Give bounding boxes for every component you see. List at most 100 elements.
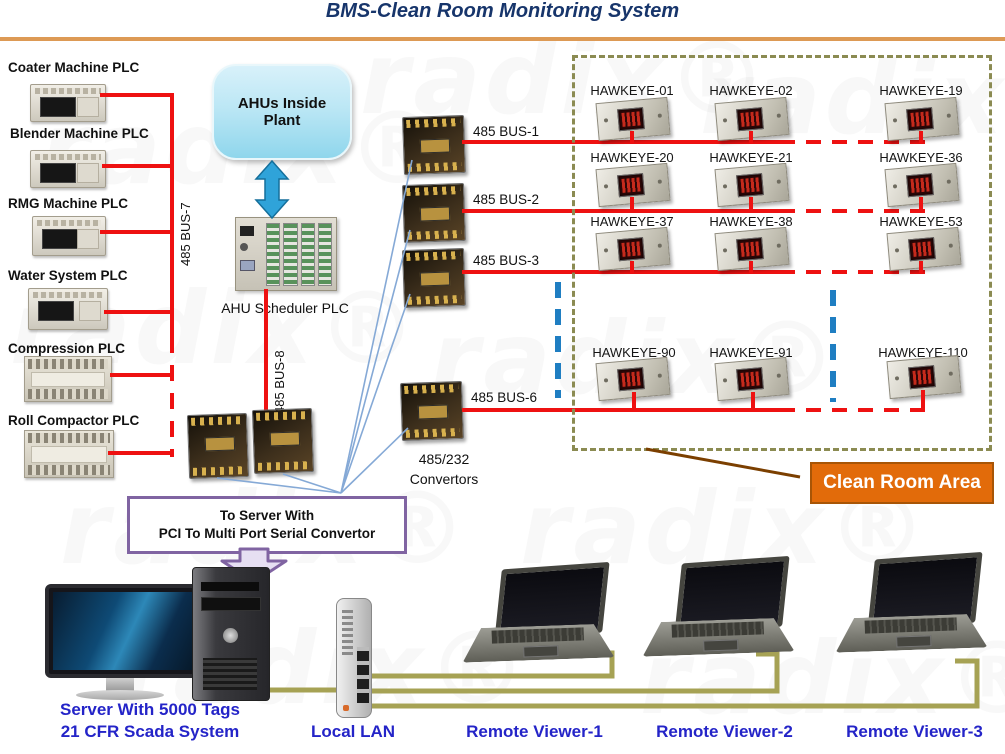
hawkeye-label: HAWKEYE-91 xyxy=(709,345,793,360)
convertor-bus2 xyxy=(402,182,466,244)
plc-panel xyxy=(31,372,105,387)
ahu-double-arrow xyxy=(254,159,290,220)
lan-switch xyxy=(336,598,372,718)
hawkeye-label: HAWKEYE-36 xyxy=(879,150,963,165)
plc-panel xyxy=(77,97,99,117)
pins xyxy=(406,186,461,196)
bus6-line-dashed xyxy=(780,408,931,412)
terminal-column xyxy=(317,223,332,286)
hawkeye-stub xyxy=(630,261,634,273)
hawkeye-label: HAWKEYE-21 xyxy=(709,150,793,165)
terminal-column xyxy=(283,223,298,286)
convertor-bus8 xyxy=(251,407,315,475)
bus1-line-dashed xyxy=(780,140,927,144)
plc-label-roll: Roll Compactor PLC xyxy=(8,413,140,428)
hawkeye-stub xyxy=(919,261,923,273)
plc-device-coater xyxy=(30,84,106,122)
convertor-bus7 xyxy=(186,412,250,480)
hawkeye-stub xyxy=(749,197,753,211)
switch-led xyxy=(343,705,349,711)
chip xyxy=(419,138,451,154)
pins xyxy=(405,428,460,438)
ethernet-port xyxy=(240,226,254,236)
plc-label-water: Water System PLC xyxy=(8,268,128,283)
plc-terminals xyxy=(37,220,101,226)
pins xyxy=(407,295,462,305)
plc-terminals xyxy=(35,88,101,94)
drive-bay xyxy=(201,597,261,611)
hawkeye-stub xyxy=(751,392,755,410)
remote-viewer-1-laptop xyxy=(462,561,614,674)
bus2-line-dashed xyxy=(780,209,927,213)
bus7-stub-compression xyxy=(110,373,172,377)
monitor-base xyxy=(76,690,164,700)
pins xyxy=(192,466,245,476)
terminal-columns xyxy=(266,223,332,286)
plc-panel xyxy=(79,301,101,321)
bus1-line xyxy=(462,140,780,144)
plc-device-roll xyxy=(24,430,114,478)
plc-terminals xyxy=(28,389,108,399)
bus6-label: 485 BUS-6 xyxy=(471,390,538,405)
tower-vent xyxy=(203,658,257,690)
ahu-scheduler-device xyxy=(235,217,337,291)
plc-device-rmg xyxy=(32,216,106,256)
chip xyxy=(419,271,451,287)
local-lan-label: Local LAN xyxy=(310,722,396,741)
hawkeye-stub xyxy=(630,197,634,211)
plc-terminals xyxy=(35,154,101,160)
plc-terminals xyxy=(33,292,103,298)
hawkeye-label: HAWKEYE-19 xyxy=(879,83,963,98)
plc-label-coater: Coater Machine PLC xyxy=(8,60,140,75)
plc-panel xyxy=(31,446,107,463)
plc-device-water xyxy=(28,288,108,330)
hawkeye-label: HAWKEYE-37 xyxy=(590,214,674,229)
convertor-bus3 xyxy=(402,247,466,309)
monitor-neck xyxy=(106,678,134,691)
dial xyxy=(240,243,248,251)
monitor-screen xyxy=(53,592,195,670)
convertors-label-line2: Convertors xyxy=(409,471,479,487)
ahu-io-panel xyxy=(240,226,262,284)
hawkeye-stub xyxy=(749,261,753,273)
bus8-line xyxy=(264,289,268,411)
plc-device-compression xyxy=(24,356,112,402)
terminal-column xyxy=(300,223,315,286)
bus3-line xyxy=(462,270,780,274)
plc-label-compression: Compression PLC xyxy=(8,341,126,356)
pins xyxy=(406,251,461,261)
clean-room-pointer-line xyxy=(645,447,801,479)
bus7-line xyxy=(170,93,174,337)
plc-screen xyxy=(40,97,76,117)
pins xyxy=(257,461,310,471)
serial-port xyxy=(240,260,255,271)
bus8-label: 485 BUS-8 xyxy=(272,350,287,414)
bus7-line-dashed xyxy=(170,337,174,457)
switch-ports xyxy=(357,647,369,703)
hawkeye-stub xyxy=(632,392,636,410)
hawkeye-label: HAWKEYE-20 xyxy=(590,150,674,165)
laptop-base xyxy=(834,613,987,652)
server-link-line1: To Server With xyxy=(219,507,315,523)
plc-label-blender: Blender Machine PLC xyxy=(10,126,149,141)
plc-screen xyxy=(42,229,78,249)
hawkeye-label: HAWKEYE-38 xyxy=(709,214,793,229)
convertor-bus1 xyxy=(402,114,466,176)
pins xyxy=(407,230,462,240)
bus-continuation-dashed-left xyxy=(555,282,561,398)
plc-screen xyxy=(38,301,74,321)
convertor-bus6 xyxy=(400,380,464,442)
server-label-line1: Server With 5000 Tags xyxy=(59,700,240,719)
plc-device-blender xyxy=(30,150,106,188)
header-rule xyxy=(0,37,1005,41)
pins xyxy=(404,384,459,394)
pins xyxy=(191,416,244,426)
laptop-base xyxy=(641,617,794,656)
chip xyxy=(204,436,236,452)
server-link-box: To Server With PCI To Multi Port Serial … xyxy=(127,496,407,554)
bus3-line-dashed xyxy=(780,270,929,274)
chip xyxy=(269,431,301,447)
pins xyxy=(256,411,309,421)
bus7-stub-coater xyxy=(100,93,172,97)
